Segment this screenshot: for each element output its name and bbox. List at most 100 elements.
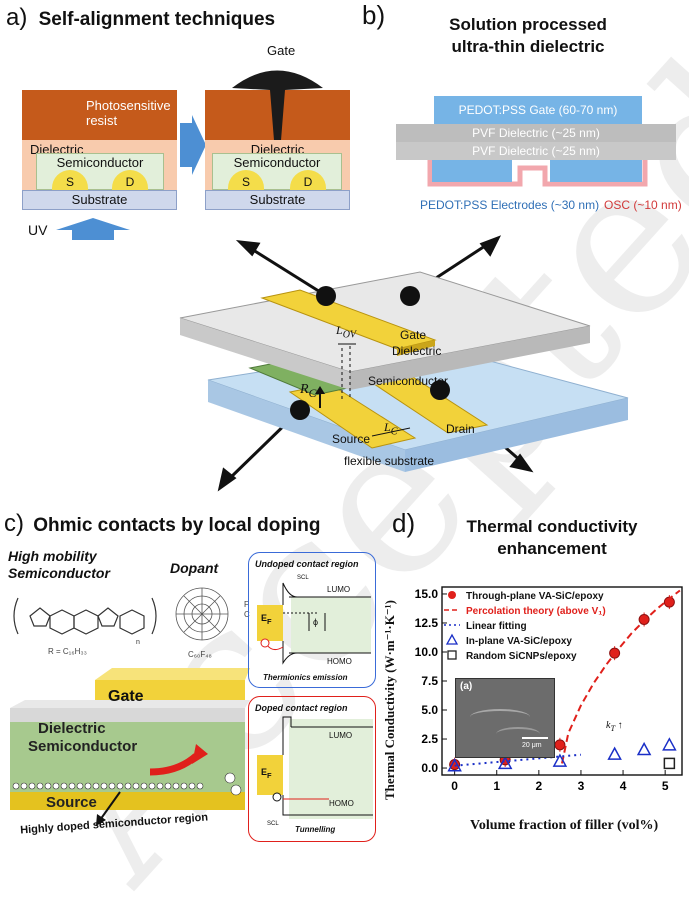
- panel-a-header: a) Self-alignment techniques: [6, 4, 275, 32]
- x-tick-label: 1: [493, 779, 500, 793]
- dopant-label: Dopant: [170, 560, 219, 576]
- legend-entry: Random SiCNPs/epoxy: [466, 651, 577, 662]
- high-mobility-label: High mobility Semiconductor: [8, 548, 110, 581]
- legend-marker: [448, 591, 456, 599]
- pedot-electrodes-label: PEDOT:PSS Electrodes (~30 nm): [420, 198, 600, 212]
- pedot-gate-layer: PEDOT:PSS Gate (60-70 nm): [434, 96, 642, 124]
- gate-shape-icon: [232, 70, 323, 153]
- sem-scale-bar: [522, 737, 548, 739]
- semiconductor-label-right: Semiconductor: [233, 155, 321, 170]
- undoped-ef: EF: [261, 613, 272, 626]
- doped-scl: SCL: [267, 821, 279, 827]
- thermionic-label: Thermionics emission: [263, 673, 348, 682]
- panel-b-title-line1: Solution processed: [449, 15, 607, 34]
- doped-ef: EF: [261, 767, 272, 780]
- legend-marker: [445, 633, 459, 645]
- y-tick-label: 7.5: [421, 674, 438, 688]
- data-point: [662, 737, 677, 751]
- undoped-band-diagram: [257, 582, 371, 665]
- osc-label: OSC (~10 nm): [604, 198, 682, 212]
- semiconductor-label-left: Semiconductor: [56, 155, 144, 170]
- legend-entry: Percolation theory (above V₁): [466, 606, 606, 617]
- panel-c-gate-label: Gate: [108, 688, 144, 705]
- chart-xlabel: Volume fraction of filler (vol%): [470, 818, 659, 833]
- legend-entry: Through-plane VA-SiC/epoxy: [466, 591, 604, 602]
- doped-band-panel: Doped contact region LUMO HOMO EF SCL Tu…: [248, 696, 376, 842]
- c-atom-label: C: [244, 610, 250, 619]
- undoped-title: Undoped contact region: [255, 559, 359, 569]
- data-point: [607, 746, 622, 760]
- center-dielectric-label: Dielectric: [392, 344, 442, 358]
- panel-a-title: Self-alignment techniques: [38, 9, 276, 30]
- undoped-phi: ϕ: [313, 617, 319, 627]
- y-tick-label: 0.0: [421, 761, 438, 775]
- sem-inset-image: (a) 20 μm: [455, 678, 555, 758]
- panel-b-letter: b): [362, 0, 386, 30]
- panel-c-header: c) Ohmic contacts by local doping: [4, 510, 320, 538]
- process-arrow-icon: [180, 115, 206, 175]
- pvf-dielectric-1: PVF Dielectric (~25 nm): [396, 124, 676, 142]
- kt-label: kT ↑: [606, 720, 623, 733]
- y-tick-label: 2.5: [421, 732, 438, 746]
- c60f48-label: C₆₀F₄₈: [188, 650, 212, 659]
- gate-label-a: Gate: [267, 43, 296, 58]
- f-atom-label: F: [244, 600, 249, 609]
- y-tick-label: 12.5: [415, 616, 439, 630]
- series-line: [561, 589, 681, 764]
- panel-c-semiconductor-label: Semiconductor: [28, 738, 138, 755]
- rc-label: RC: [300, 382, 317, 400]
- r-formula-label: R = C₁₆H₃₃: [48, 647, 87, 656]
- data-point: [663, 757, 676, 770]
- source-electrode-left: S: [52, 170, 88, 190]
- sem-texture-1: [470, 709, 530, 725]
- semiconductor-layer-right: Semiconductor: [212, 153, 342, 190]
- center-drain-label: Drain: [446, 422, 475, 436]
- doped-lumo: LUMO: [329, 731, 353, 740]
- semiconductor-layer-left: Semiconductor: [36, 153, 164, 190]
- data-point: [497, 755, 513, 770]
- substrate-left: Substrate: [22, 190, 177, 210]
- data-point: [552, 753, 568, 767]
- x-tick-label: 3: [578, 779, 585, 793]
- panel-d-letter: d): [392, 508, 416, 538]
- legend-entry: Linear fitting: [466, 621, 527, 632]
- device-schematic: [179, 235, 629, 492]
- center-gate-label: Gate: [400, 328, 427, 342]
- lc-label: LC: [384, 420, 398, 438]
- undoped-band-panel: Undoped contact region SCL LUMO HOMO ϕ E…: [248, 552, 376, 688]
- panel-d-title-line1: Thermal conductivity: [466, 517, 638, 536]
- uv-label: UV: [28, 222, 48, 238]
- x-tick-label: 2: [535, 779, 542, 793]
- undoped-scl: SCL: [297, 575, 309, 581]
- panel-c-source-label: Source: [46, 794, 97, 811]
- y-tick-label: 15.0: [415, 587, 439, 601]
- flexible-substrate-label: flexible substrate: [344, 454, 435, 468]
- x-tick-label: 0: [451, 779, 458, 793]
- y-tick-label: 5.0: [421, 703, 438, 717]
- y-tick-label: 10.0: [415, 645, 439, 659]
- data-point: [447, 758, 462, 772]
- electrode-osc-stack: [427, 160, 648, 187]
- svg-text:n: n: [136, 639, 140, 646]
- sem-scale-label: 20 μm: [522, 742, 542, 749]
- c60f48-molecule-icon: [175, 587, 229, 641]
- center-semiconductor-label: Semiconductor: [368, 374, 449, 388]
- sem-texture-2: [496, 727, 540, 741]
- chart-ylabel: Thermal Conductivity (W·m⁻¹·K⁻¹): [382, 600, 397, 800]
- drain-electrode-right: D: [290, 170, 326, 190]
- photoresist-layer: Photosensitive resist: [22, 90, 177, 140]
- drain-electrode-left: D: [112, 170, 148, 190]
- doping-device-3d: [10, 668, 250, 826]
- data-point: [636, 741, 652, 756]
- x-tick-label: 5: [662, 779, 669, 793]
- undoped-lumo: LUMO: [327, 585, 351, 594]
- panel-d-title: Thermal conductivity enhancement: [452, 516, 652, 560]
- panel-b-title: Solution processed ultra-thin dielectric: [428, 14, 628, 58]
- legend-entry: In-plane VA-SiC/epoxy: [466, 636, 572, 647]
- source-electrode-right: S: [228, 170, 264, 190]
- sem-inset-label: (a): [460, 681, 473, 692]
- pvf-dielectric-2: PVF Dielectric (~25 nm): [396, 142, 676, 160]
- tunnelling-label: Tunnelling: [295, 825, 336, 834]
- data-point: [554, 739, 566, 751]
